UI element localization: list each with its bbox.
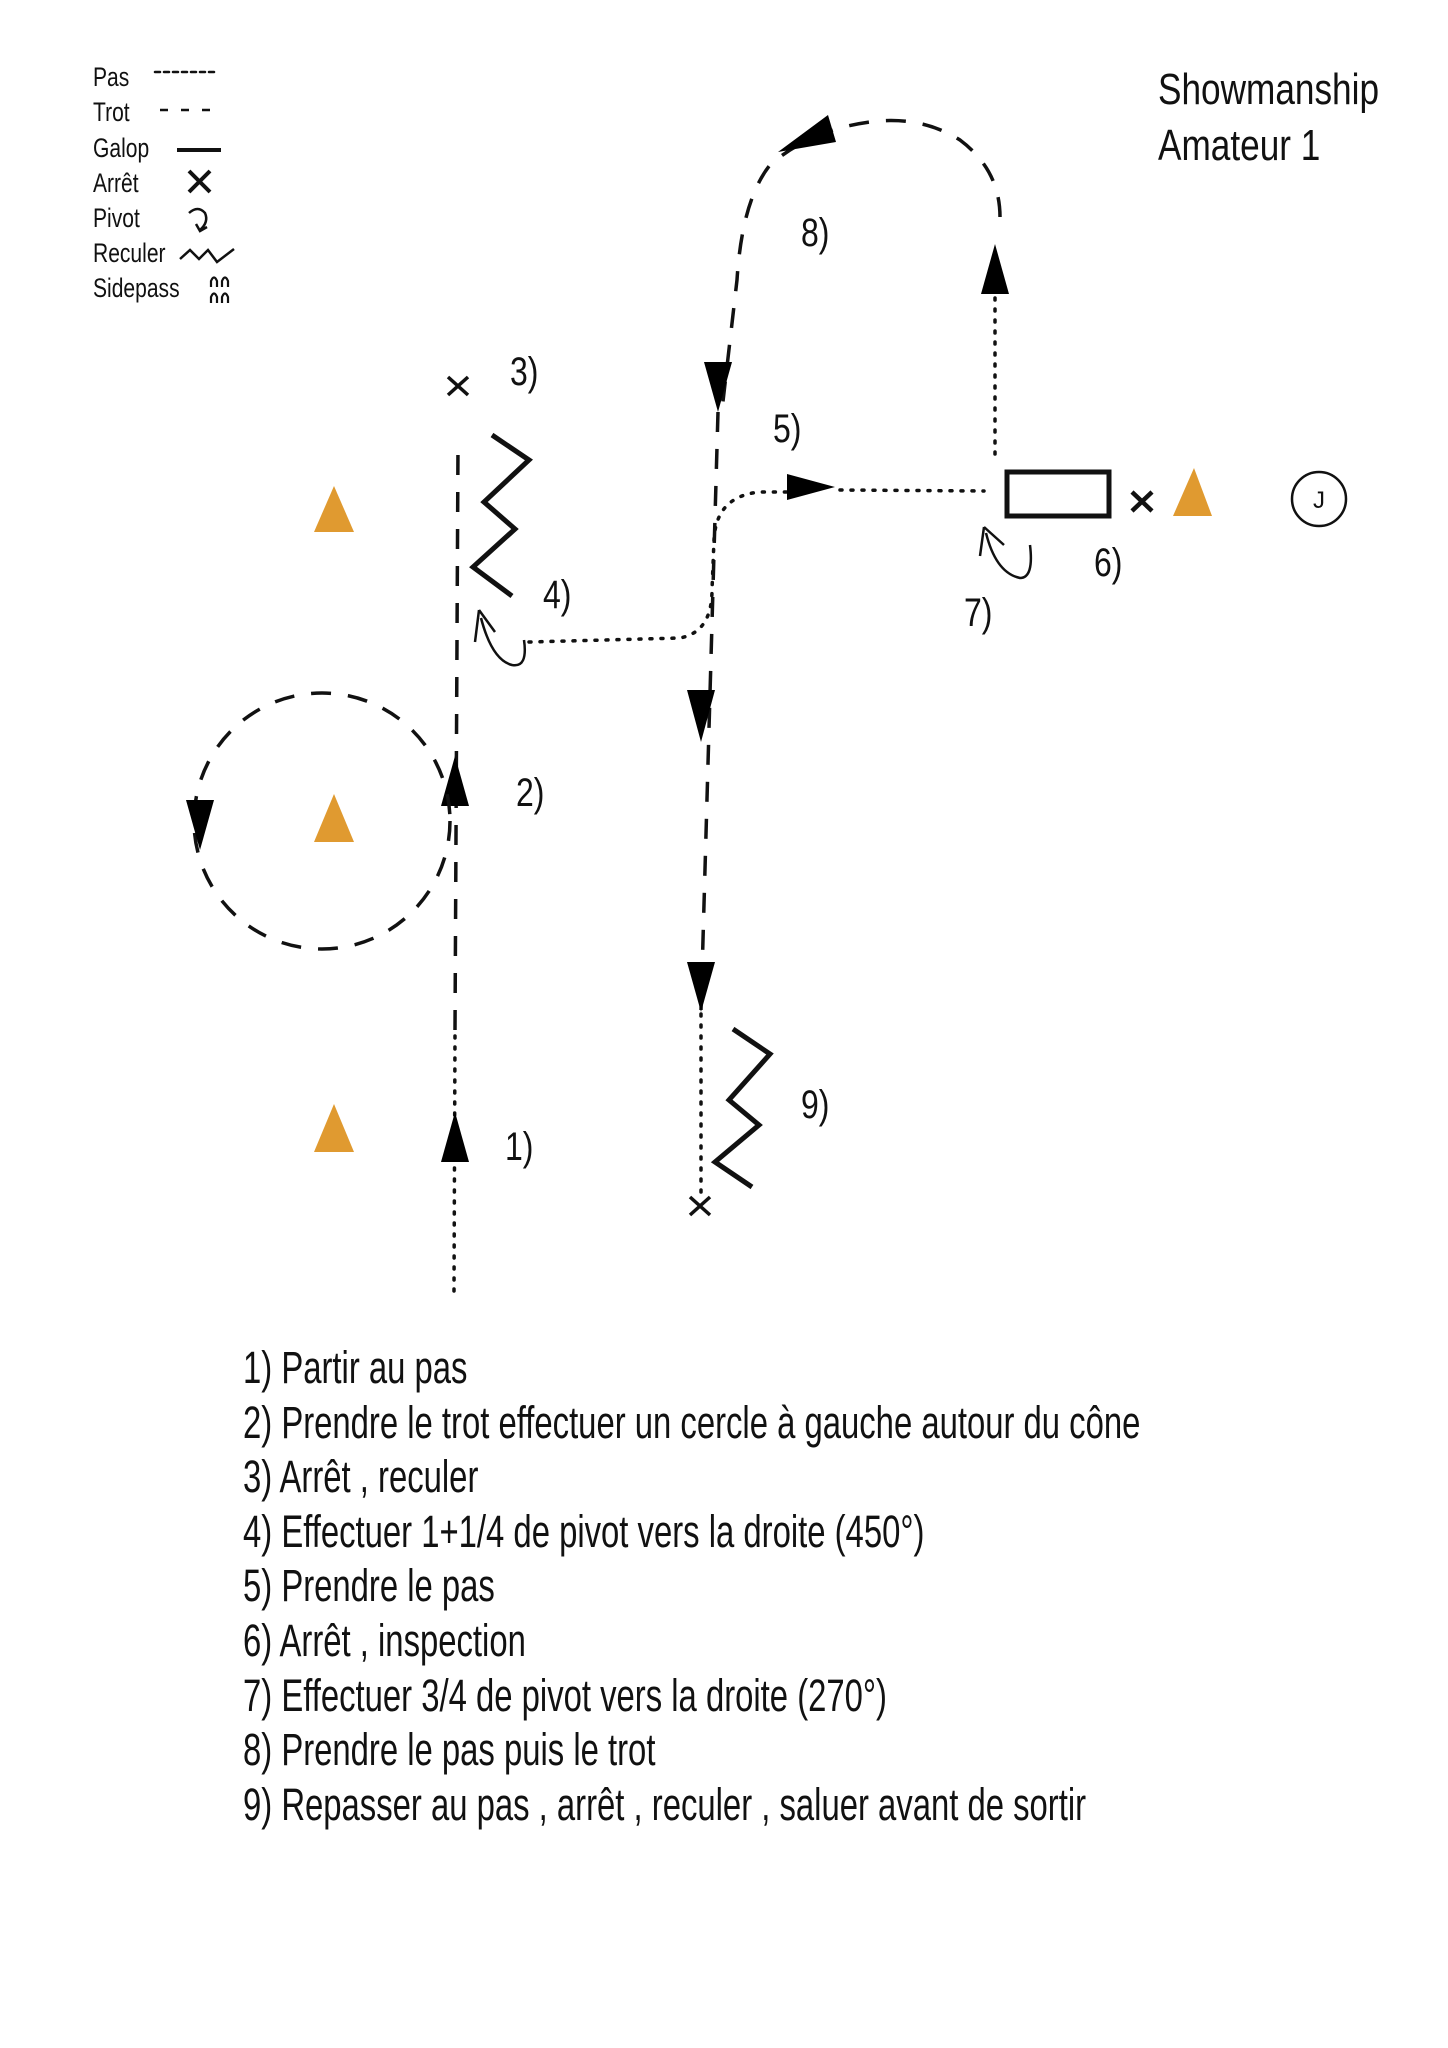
- arrow-right-icon: [787, 474, 835, 500]
- cone-4: [1173, 468, 1212, 516]
- instruction-item: 4) Effectuer 1+1/4 de pivot vers la droi…: [243, 1507, 924, 1557]
- step-label-8: 8): [801, 210, 829, 255]
- cone-3: [314, 1104, 354, 1152]
- legend-sidepass-label: Sidepass: [93, 274, 180, 304]
- trot-circle: [192, 691, 452, 951]
- path-walk-start: [452, 1031, 457, 1293]
- legend-sidepass-icon: [209, 276, 230, 303]
- path-trot-down: [699, 411, 720, 1011]
- stop-x-icon: [1130, 490, 1154, 513]
- path-trot-left: [453, 445, 460, 1031]
- arrow-down-icon: [687, 962, 715, 1012]
- stop-x-icon: [446, 375, 470, 397]
- inspection-box: [1004, 469, 1112, 519]
- legend-galop-label: Galop: [93, 134, 149, 164]
- judge-label: J: [1313, 487, 1325, 514]
- step-label-1: 1): [505, 1124, 533, 1169]
- legend-arret-label: Arrêt: [93, 169, 139, 199]
- legend-pivot-icon: [188, 207, 208, 233]
- pattern-title: Showmanship: [1158, 65, 1379, 114]
- judge-marker: J: [1290, 470, 1348, 528]
- step-label-9: 9): [801, 1082, 829, 1127]
- instruction-item: 9) Repasser au pas , arrêt , reculer , s…: [243, 1780, 1086, 1830]
- step-label-7: 7): [964, 590, 992, 635]
- arrow-down-icon: [186, 800, 214, 850]
- arrow-up-icon: [981, 244, 1009, 294]
- path-trot-loop-8: [720, 118, 1002, 411]
- stop-x-icon: [688, 1195, 712, 1217]
- back-up-zigzag: [710, 1026, 774, 1190]
- pivot-icon: [473, 609, 526, 667]
- back-up-zigzag: [469, 432, 534, 599]
- step-label-4: 4): [543, 572, 571, 617]
- legend-stop-x-icon: [187, 169, 212, 194]
- arrow-down-icon: [687, 690, 715, 742]
- legend-trot-label: Trot: [93, 98, 130, 128]
- instruction-item: 2) Prendre le trot effectuer un cercle à…: [243, 1398, 1140, 1448]
- path-walk-5: [527, 490, 791, 644]
- instruction-item: 5) Prendre le pas: [243, 1561, 495, 1611]
- legend-pivot-label: Pivot: [93, 204, 140, 234]
- pivot-icon: [978, 526, 1033, 580]
- arrow-left-icon: [778, 115, 836, 152]
- legend-reculer-icon: [179, 248, 235, 264]
- legend: Pas Trot Galop Arrêt Pivot Reculer Sidep…: [93, 63, 235, 304]
- path-walk-5b: [838, 488, 986, 493]
- legend-pas-label: Pas: [93, 63, 129, 93]
- pattern-subtitle: Amateur 1: [1158, 121, 1320, 170]
- arrow-down-icon: [704, 362, 732, 412]
- instructions-list: 1) Partir au pas 2) Prendre le trot effe…: [243, 1343, 1140, 1830]
- step-label-3: 3): [510, 349, 538, 394]
- instruction-item: 7) Effectuer 3/4 de pivot vers la droite…: [243, 1671, 887, 1721]
- arrow-up-icon: [441, 756, 469, 806]
- cone-1: [314, 486, 354, 532]
- instruction-item: 3) Arrêt , reculer: [243, 1452, 478, 1502]
- step-label-2: 2): [516, 770, 544, 815]
- step-label-6: 6): [1094, 540, 1122, 585]
- instruction-item: 8) Prendre le pas puis le trot: [243, 1725, 655, 1775]
- instruction-item: 1) Partir au pas: [243, 1343, 467, 1393]
- arrow-up-icon: [441, 1112, 469, 1162]
- legend-reculer-label: Reculer: [93, 239, 166, 269]
- instruction-item: 6) Arrêt , inspection: [243, 1616, 526, 1666]
- cone-2: [314, 794, 354, 842]
- step-label-5: 5): [773, 406, 801, 451]
